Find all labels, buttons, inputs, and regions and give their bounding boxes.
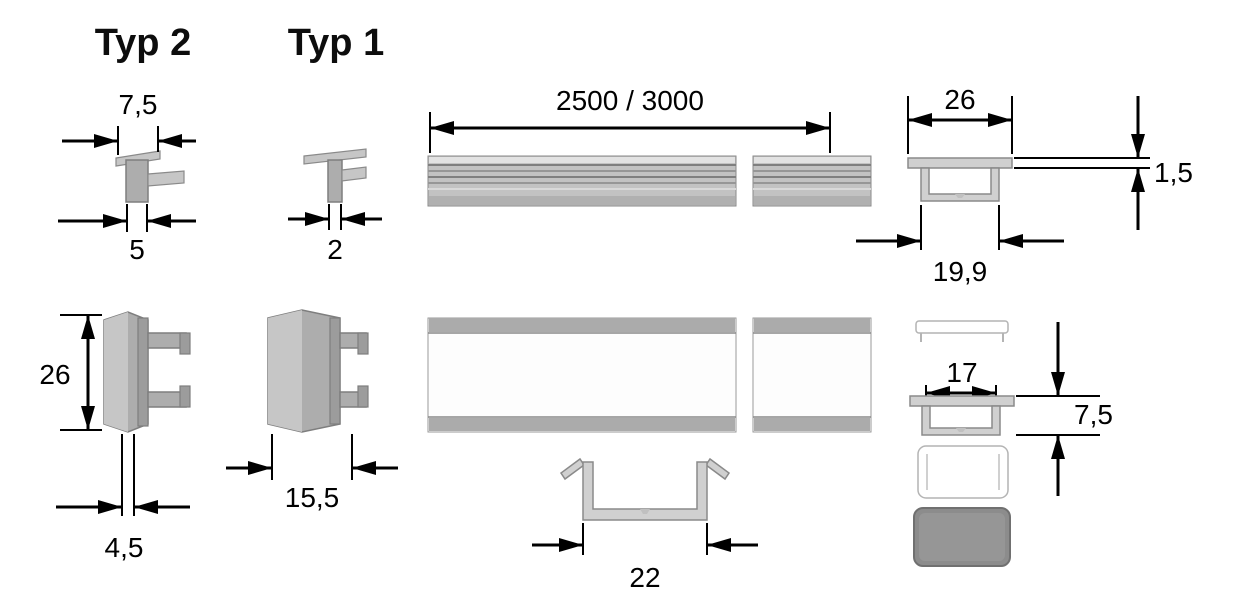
recessed-section-flange xyxy=(907,157,1013,169)
profile-side-segment-right xyxy=(752,155,872,207)
dim-typ2-clip-leg: 5 xyxy=(58,204,196,265)
diffuser-side-segment-right xyxy=(752,317,872,433)
diffuser-cover-outline xyxy=(915,320,1009,342)
surface-profile-section xyxy=(559,457,731,521)
dim-label-cap-height: 26 xyxy=(39,359,70,390)
recessed-profile-section-small xyxy=(909,395,1015,436)
dim-label-typ2-clip-width: 7,5 xyxy=(119,89,158,120)
dim-label-typ2-clip-leg: 5 xyxy=(129,234,145,265)
typ1-clip-body xyxy=(327,159,343,203)
typ2-clip-drawing xyxy=(115,150,185,203)
typ1-endcap-edge xyxy=(329,317,341,425)
recessed-profile-section xyxy=(907,157,1013,202)
dim-label-recessed-flange-thickness: 1,5 xyxy=(1154,157,1193,188)
typ2-endcap-face xyxy=(104,312,128,432)
surface-section-notch xyxy=(640,509,650,514)
surface-section-wing-right xyxy=(704,457,731,481)
diffuser-side-segment-left xyxy=(427,317,737,433)
dim-label-recessed-body-height: 7,5 xyxy=(1074,399,1113,430)
dim-recessed-body-width: 19,9 xyxy=(856,205,1064,287)
endcap-outline-ghost xyxy=(917,445,1009,499)
typ2-clip-body xyxy=(125,159,149,203)
typ1-endcap-face xyxy=(268,310,302,432)
profile-side-view xyxy=(427,155,872,207)
typ2-endcap-hook-bottom xyxy=(179,385,191,408)
typ2-endcap-drawing xyxy=(103,311,191,433)
endcap-solid xyxy=(913,507,1011,567)
dim-recessed-body-height: 7,5 xyxy=(1016,322,1113,496)
recessed-small-notch xyxy=(956,428,966,432)
dim-recessed-outer-width: 26 xyxy=(907,84,1013,154)
typ1-clip-drawing xyxy=(303,148,367,203)
diffuser-profile-side-view xyxy=(427,317,872,433)
dim-typ1-clip-leg: 2 xyxy=(288,204,382,265)
dim-typ2-clip-width: 7,5 xyxy=(62,89,196,155)
typ2-endcap-edge xyxy=(137,317,149,427)
dim-label-cap-slot-width: 4,5 xyxy=(105,532,144,563)
recessed-small-flange xyxy=(909,395,1015,407)
endcap-solid-face xyxy=(919,513,1005,561)
dim-cap-height: 26 xyxy=(39,314,102,431)
dim-cap-slot-width: 4,5 xyxy=(56,434,190,563)
dim-label-inner-width: 17 xyxy=(946,357,977,388)
dim-label-surface-outer-width: 22 xyxy=(629,562,660,593)
typ2-title: Typ 2 xyxy=(95,22,191,64)
typ1-clip-flange xyxy=(303,148,367,165)
surface-section-channel xyxy=(582,461,708,521)
surface-section-wing-left xyxy=(559,457,586,481)
typ2-endcap-hook-top xyxy=(179,332,191,355)
dim-recessed-flange-thickness: 1,5 xyxy=(1014,96,1193,230)
dim-label-typ1-cap-width: 15,5 xyxy=(285,482,340,513)
dim-label-recessed-outer-width: 26 xyxy=(944,84,975,115)
typ1-endcap-hook-top xyxy=(357,332,369,355)
typ1-endcap-hook-bottom xyxy=(357,385,369,408)
dim-label-recessed-body-width: 19,9 xyxy=(933,256,988,287)
dim-surface-outer-width: 22 xyxy=(532,523,758,593)
dim-inner-width: 17 xyxy=(925,357,997,400)
profile-side-segment-left xyxy=(427,155,737,207)
recessed-section-notch xyxy=(955,194,965,198)
dim-label-typ1-clip-leg: 2 xyxy=(327,234,343,265)
typ2-clip-tab xyxy=(147,170,185,187)
typ1-title: Typ 1 xyxy=(288,22,384,64)
dim-label-profile-length: 2500 / 3000 xyxy=(556,85,704,116)
dim-profile-length: 2500 / 3000 xyxy=(429,85,831,153)
typ1-clip-tab xyxy=(341,166,367,182)
typ1-endcap-drawing xyxy=(267,309,369,433)
dim-typ1-cap-width: 15,5 xyxy=(226,434,398,513)
